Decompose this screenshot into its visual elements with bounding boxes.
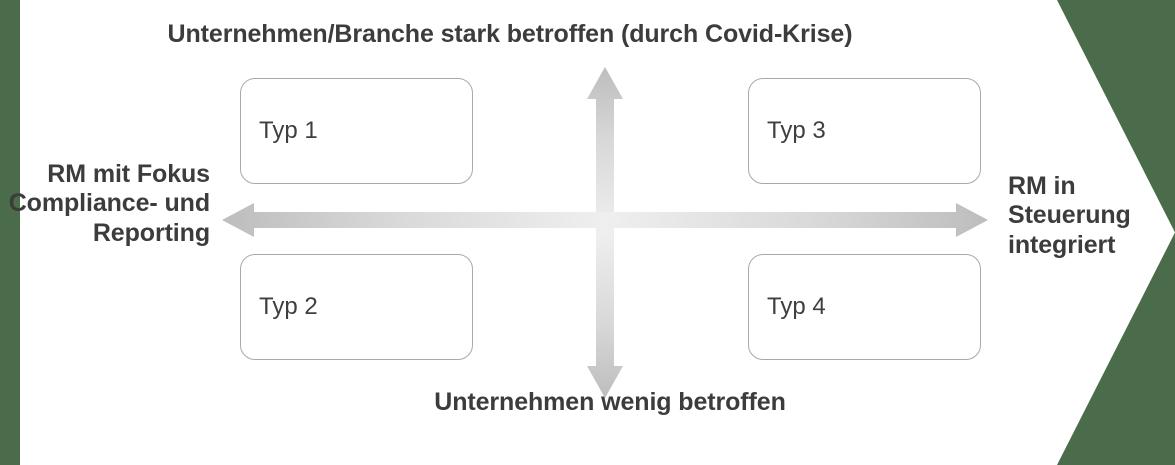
quadrant-box-bottom-left[interactable]: Typ 2 xyxy=(240,254,473,360)
quadrant-label-top-right: Typ 3 xyxy=(767,117,826,144)
axis-label-left: RM mit Fokus Compliance- und Reporting xyxy=(8,160,210,247)
quadrant-label-top-left: Typ 1 xyxy=(259,117,318,144)
quadrant-label-bottom-left: Typ 2 xyxy=(259,293,318,320)
quadrant-label-bottom-right: Typ 4 xyxy=(767,293,826,320)
quadrant-box-top-right[interactable]: Typ 3 xyxy=(748,78,981,184)
axis-label-bottom: Unternehmen wenig betroffen xyxy=(434,388,786,416)
axis-label-top: Unternehmen/Branche stark betroffen (dur… xyxy=(167,20,853,48)
quadrant-box-top-left[interactable]: Typ 1 xyxy=(240,78,473,184)
quadrant-box-bottom-right[interactable]: Typ 4 xyxy=(748,254,981,360)
vertical-double-arrow-icon xyxy=(587,67,623,398)
left-accent-stripe xyxy=(0,0,20,465)
axis-label-right: RM in Steuerung integriert xyxy=(1008,172,1131,259)
horizontal-double-arrow-icon xyxy=(222,203,988,237)
